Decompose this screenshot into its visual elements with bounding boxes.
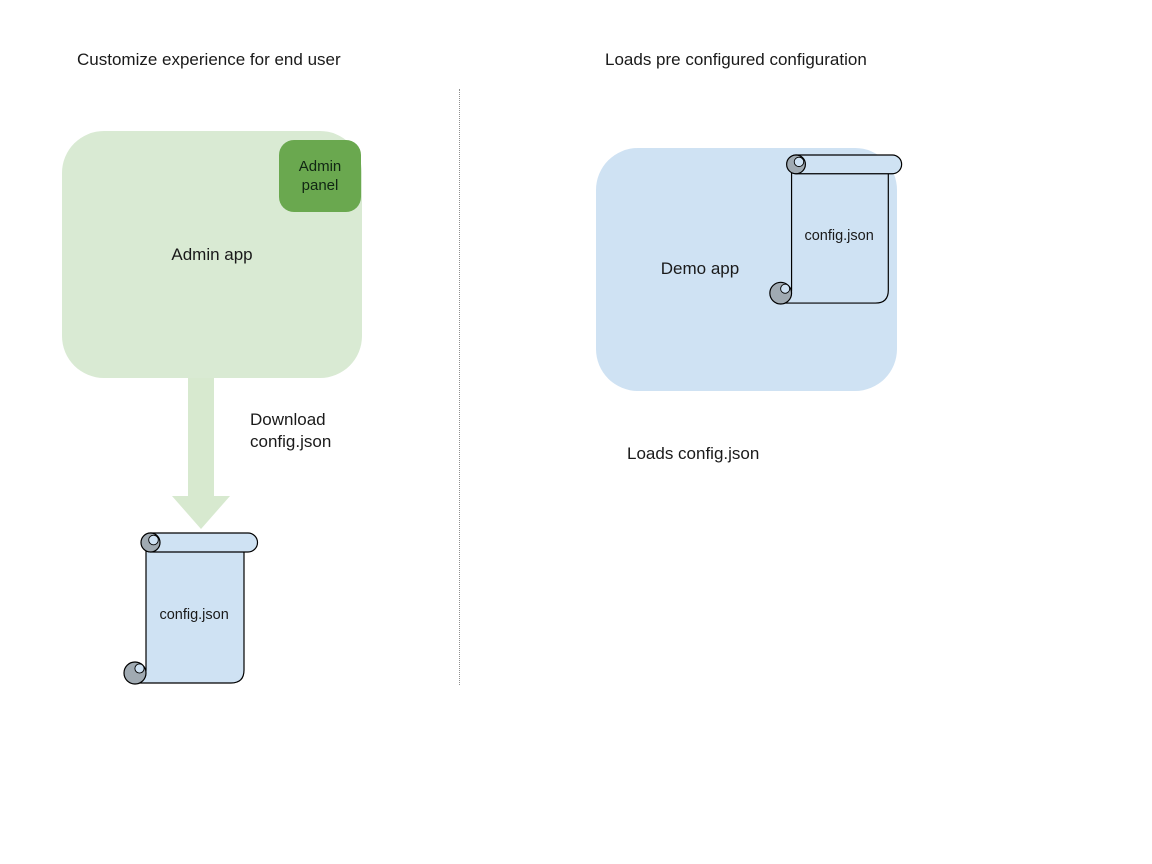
scroll-shape-icon (769, 154, 903, 305)
admin-app-box: Admin app Admin panel (62, 131, 362, 378)
left-section-title: Customize experience for end user (77, 50, 341, 69)
config-json-scroll-left: config.json (121, 531, 259, 686)
download-arrow-icon (172, 378, 230, 529)
section-divider (459, 89, 460, 685)
download-caption: Download config.json (250, 410, 332, 451)
admin-panel-box: Admin panel (279, 140, 361, 212)
right-section-title: Loads pre configured configuration (605, 50, 867, 69)
demo-app-label: Demo app (660, 259, 740, 278)
config-json-label-right: config.json (804, 227, 874, 244)
admin-app-label: Admin app (171, 245, 253, 264)
scroll-shape-icon (123, 532, 259, 685)
config-json-label-left: config.json (159, 606, 229, 623)
loads-caption: Loads config.json (627, 444, 760, 463)
config-json-scroll-right: config.json (766, 153, 904, 306)
admin-panel-label: Admin panel (298, 158, 342, 194)
